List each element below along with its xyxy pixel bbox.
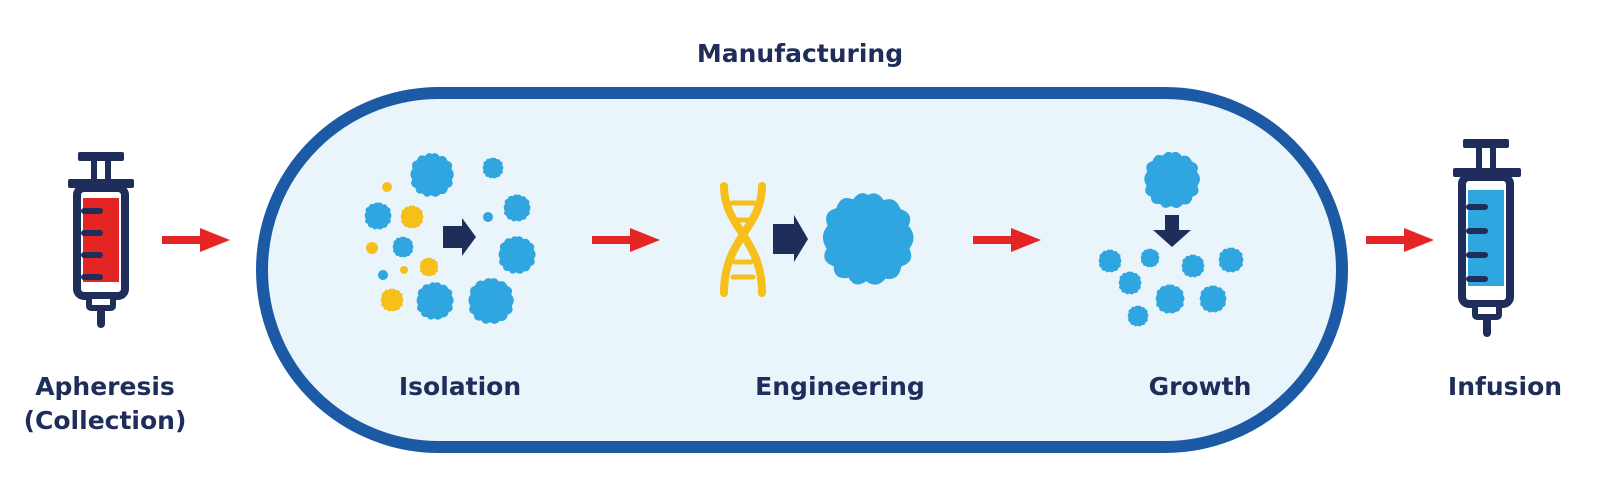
manufacturing-container bbox=[256, 87, 1348, 453]
apheresis-label: Apheresis (Collection) bbox=[0, 370, 210, 438]
syringe-infusion-icon bbox=[1453, 139, 1521, 337]
apheresis-label-line1: Apheresis bbox=[35, 372, 175, 401]
engineering-label: Engineering bbox=[755, 372, 925, 401]
isolation-label: Isolation bbox=[398, 372, 522, 401]
syringe-blood-icon bbox=[68, 152, 134, 328]
flow-arrow-1 bbox=[162, 228, 230, 252]
cell-expansion-icon bbox=[1098, 151, 1244, 327]
infusion-label: Infusion bbox=[1447, 372, 1563, 401]
dna-engineering-icon bbox=[720, 182, 914, 297]
apheresis-label-line2: (Collection) bbox=[23, 406, 187, 435]
flow-arrow-4 bbox=[1366, 228, 1434, 252]
cell-isolation-icon bbox=[364, 153, 536, 324]
manufacturing-label: Manufacturing bbox=[696, 39, 904, 68]
growth-label: Growth bbox=[1148, 372, 1252, 401]
